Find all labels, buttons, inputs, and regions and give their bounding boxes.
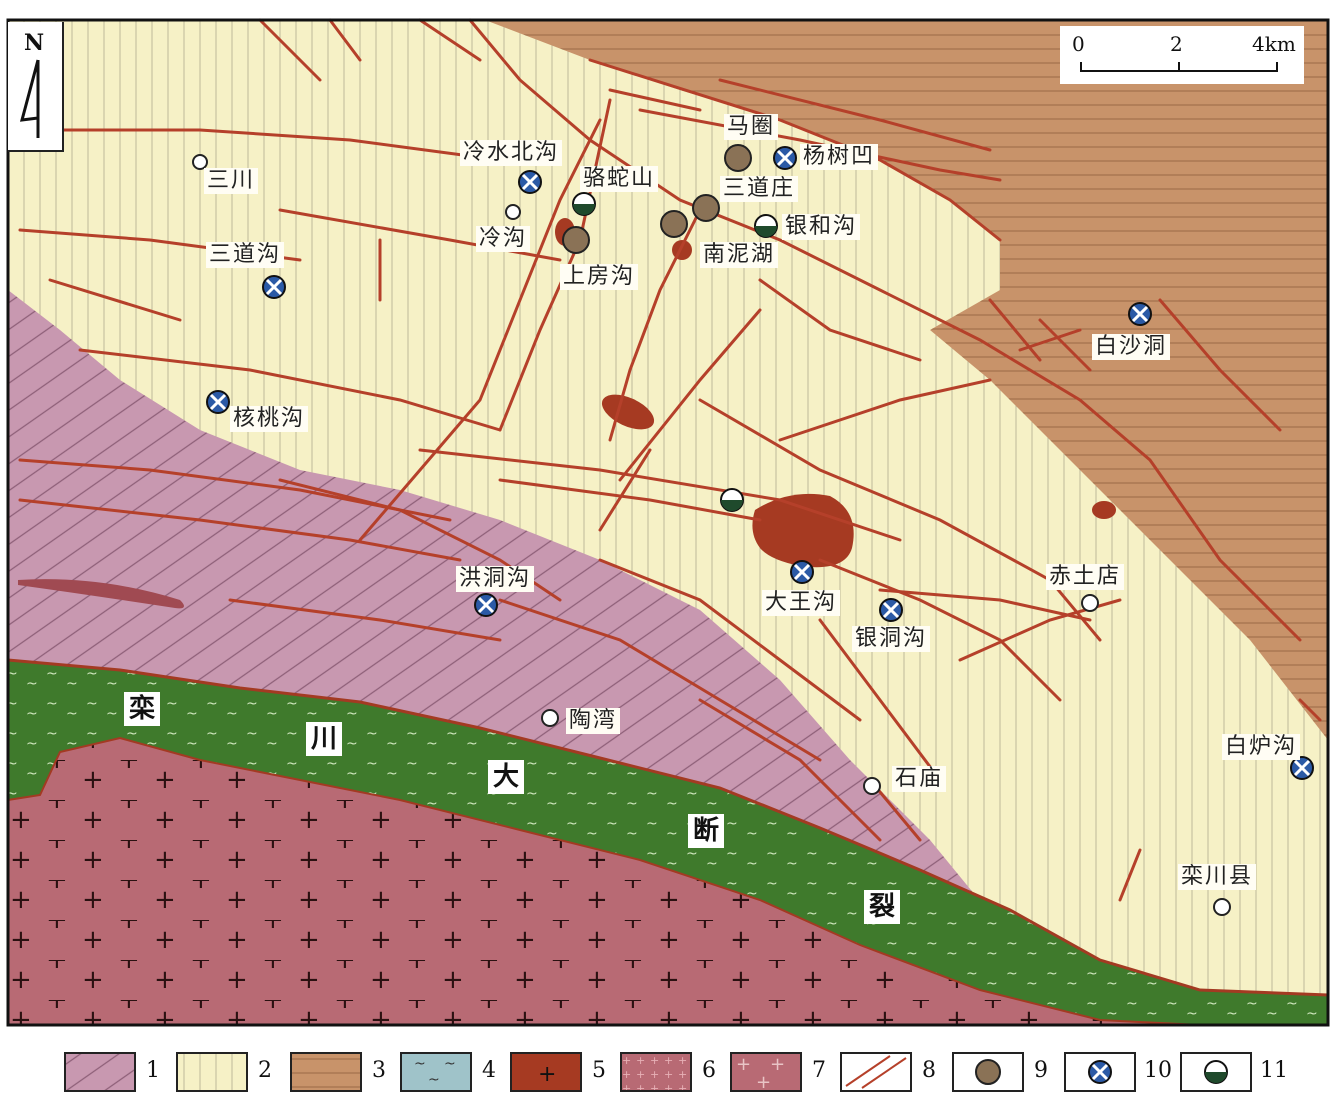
- unit7-area: [8, 738, 1200, 1025]
- legend-swatch-2: [176, 1052, 248, 1092]
- svg-text:+: +: [538, 1062, 556, 1087]
- svg-text:+: +: [770, 1054, 785, 1075]
- place-label: 大王沟: [762, 590, 841, 616]
- deposit-type10: [206, 146, 1314, 780]
- place-label: 冷水北沟: [460, 140, 563, 166]
- place-label: 冷沟: [476, 226, 531, 252]
- svg-text:+: +: [736, 1054, 751, 1075]
- legend-label: 4: [482, 1058, 496, 1083]
- place-label: 三道庄: [720, 176, 799, 202]
- place-label: 赤土店: [1046, 564, 1125, 590]
- legend-swatch-4: ~ ~ ~: [400, 1052, 472, 1092]
- legend-swatch-8: [840, 1052, 912, 1092]
- legend-label: 10: [1144, 1058, 1172, 1083]
- north-arrow: N: [8, 22, 64, 152]
- legend-label: 3: [372, 1058, 386, 1083]
- place-label: 银洞沟: [852, 626, 931, 652]
- legend-swatch-11: [1180, 1052, 1252, 1092]
- svg-text:+: +: [756, 1072, 771, 1092]
- towns: [192, 154, 1231, 916]
- legend-swatch-1: [64, 1052, 136, 1092]
- svg-text:~: ~: [428, 1072, 440, 1088]
- legend-label: 8: [922, 1058, 936, 1083]
- place-label: 石庙: [892, 766, 947, 792]
- unit3-area: [485, 20, 1328, 740]
- legend-swatch-9: [952, 1052, 1024, 1092]
- place-label: 陶湾: [566, 708, 621, 734]
- place-label: 栾川县: [1178, 864, 1257, 890]
- fault-label: 栾: [124, 692, 161, 726]
- scale-tick-4km: 4km: [1252, 32, 1296, 56]
- place-label: 洪洞沟: [456, 566, 535, 592]
- legend-label: 6: [702, 1058, 716, 1083]
- deposit-type11: [572, 192, 778, 512]
- intrusions: [18, 218, 1116, 609]
- legend-label: 7: [812, 1058, 826, 1083]
- legend-swatch-3: [290, 1052, 362, 1092]
- legend-label: 11: [1260, 1058, 1288, 1083]
- deposit-type9: [562, 144, 752, 254]
- legend-label: 5: [592, 1058, 606, 1083]
- legend-swatch-10: [1064, 1052, 1136, 1092]
- place-label: 杨树凹: [800, 144, 879, 170]
- place-label: 马圈: [724, 114, 779, 140]
- fault-label: 断: [688, 814, 725, 848]
- legend-label: 9: [1034, 1058, 1048, 1083]
- svg-text:~: ~: [414, 1056, 426, 1072]
- place-label: 上房沟: [560, 264, 639, 290]
- place-label: 三道沟: [206, 242, 285, 268]
- legend-label: 2: [258, 1058, 272, 1083]
- place-label: 核桃沟: [230, 406, 309, 432]
- svg-text:~: ~: [444, 1056, 456, 1072]
- north-label: N: [24, 30, 45, 56]
- major-fault: [7, 658, 1329, 997]
- place-label: 白炉沟: [1222, 734, 1301, 760]
- fault-label: 裂: [864, 890, 901, 924]
- unit1-area: [8, 290, 975, 895]
- place-label: 骆蛇山: [580, 166, 659, 192]
- place-label: 南泥湖: [700, 242, 779, 268]
- north-arrow-icon: [19, 59, 40, 138]
- legend-label: 1: [146, 1058, 160, 1083]
- scale-tick-0: 0: [1072, 32, 1085, 56]
- place-label: 三川: [204, 168, 259, 194]
- legend-swatch-7: + + +: [730, 1052, 802, 1092]
- place-label: 白沙洞: [1092, 334, 1171, 360]
- fault-label: 川: [306, 722, 343, 756]
- faults: [18, 18, 1322, 902]
- scale-bar: 0 2 4km: [1060, 26, 1304, 84]
- place-label: 银和沟: [782, 214, 861, 240]
- legend-swatch-6: [620, 1052, 692, 1092]
- legend-swatch-5: +: [510, 1052, 582, 1092]
- scale-tick-2: 2: [1170, 32, 1183, 56]
- fault-label: 大: [488, 760, 525, 794]
